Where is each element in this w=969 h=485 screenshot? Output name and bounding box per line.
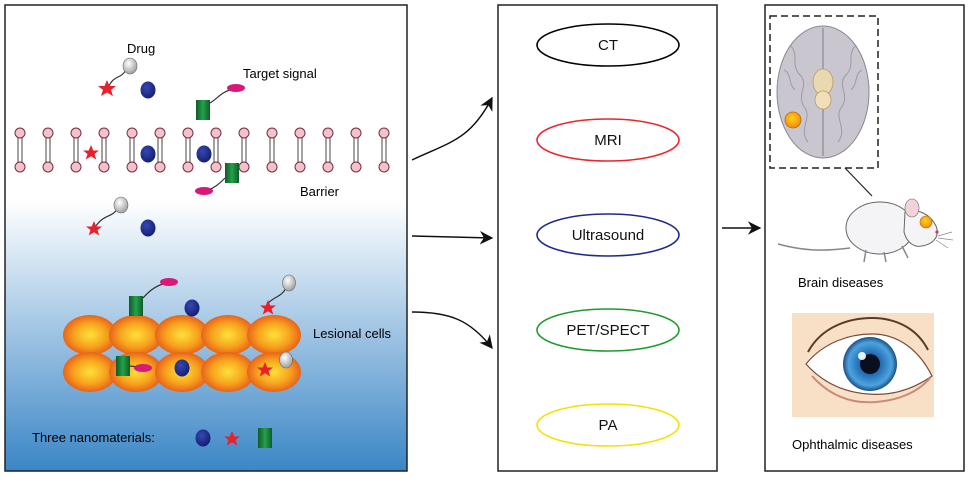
lesional-cell-icon [247, 352, 301, 392]
brain-zoom-box [769, 15, 879, 169]
ophthalmic-diseases-label: Ophthalmic diseases [792, 437, 913, 452]
lesional-cell-icon [109, 315, 163, 355]
left-panel: Drug Target signal Barrier [4, 4, 408, 472]
lipid-icon [126, 127, 138, 173]
drug-carrier-icon [122, 57, 138, 75]
imaging-panel-frame [497, 4, 718, 472]
lipid-icon [238, 127, 250, 173]
drug-molecule [260, 274, 296, 315]
lesional-cell-icon [201, 352, 255, 392]
lipid-icon [14, 127, 26, 173]
arrow-to-ultrasound [411, 230, 494, 245]
lipid-icon [154, 127, 166, 173]
drug-label: Drug [127, 41, 155, 56]
target-signal-molecule [129, 278, 178, 316]
drug-molecule [86, 196, 129, 236]
drug-molecule [98, 57, 138, 96]
pupil-icon [860, 354, 880, 374]
zoom-connector-line [844, 167, 873, 197]
star-legend-icon [224, 431, 240, 446]
lipid-icon [182, 127, 194, 173]
brain-lesion-icon [784, 111, 802, 129]
barrier-membrane [14, 127, 390, 173]
nanoparticle-icon [184, 299, 200, 317]
drug-star-icon [98, 80, 116, 96]
modality-ellipse [536, 308, 680, 352]
barrier-label: Barrier [300, 184, 340, 199]
target-block-icon [116, 356, 130, 376]
drug-star-icon [257, 362, 273, 377]
flow-arrows [411, 96, 762, 350]
brain-icon [776, 25, 870, 159]
nanoparticle-legend-icon [195, 429, 211, 447]
lesional-cell-icon [63, 352, 117, 392]
signal-pink-icon [160, 278, 178, 286]
modality-label: PET/SPECT [566, 322, 649, 339]
lipid-icon [322, 127, 334, 173]
drug-molecule [257, 351, 293, 377]
modality-ellipse [536, 213, 680, 257]
lesional-cells-label: Lesional cells [313, 326, 392, 341]
target-block-icon [225, 163, 239, 183]
modality-ellipse [536, 403, 680, 447]
target-block-icon [196, 100, 210, 120]
lesional-cell-icon [155, 315, 209, 355]
nanoparticle-icon [140, 81, 156, 99]
nanoparticle-icon [196, 145, 212, 163]
nanoparticle-icon [140, 145, 156, 163]
drug-star-icon [86, 221, 102, 236]
mouse-lesion-icon [919, 215, 933, 229]
mouse-icon [777, 198, 954, 263]
signal-pink-icon [134, 364, 152, 372]
disease-panel: Brain diseases Ophthalmic diseases [764, 4, 965, 472]
lipid-icon [266, 127, 278, 173]
nanoparticle-icon [140, 219, 156, 237]
signal-pink-icon [227, 84, 245, 92]
lipid-icon [42, 127, 54, 173]
target-signal-molecule [196, 84, 245, 120]
nanomaterials-label: Three nanomaterials: [32, 430, 155, 445]
modality-label: MRI [594, 132, 622, 149]
drug-star-icon [260, 300, 276, 315]
brain-diseases-label: Brain diseases [798, 275, 884, 290]
lipid-icon [70, 127, 82, 173]
target-block-icon [129, 296, 143, 316]
target-signal-molecule [195, 163, 239, 195]
drug-carrier-icon [279, 351, 293, 369]
eye-illustration [792, 313, 934, 417]
arrow-to-pa [411, 311, 493, 350]
modality-label: Ultrasound [572, 227, 645, 244]
arrow-to-ct [411, 96, 493, 161]
target-signal-label: Target signal [243, 66, 317, 81]
lipid-icon [98, 127, 110, 173]
modality-label: PA [599, 417, 618, 434]
modality-ellipse [536, 23, 680, 67]
lipid-icon [210, 127, 222, 173]
drug-carrier-icon [282, 274, 296, 292]
lesional-cell-icon [247, 315, 301, 355]
drug-star-icon [83, 145, 99, 160]
lipid-icon [350, 127, 362, 173]
modality-label: CT [598, 37, 618, 54]
target-signal-molecule [116, 356, 152, 376]
left-panel-frame [4, 4, 408, 472]
modality-ellipse [536, 118, 680, 162]
lesional-cell-icon [201, 315, 255, 355]
lesional-cell-icon [63, 315, 117, 355]
lipid-icon [294, 127, 306, 173]
block-legend-icon [258, 428, 272, 448]
drug-carrier-icon [113, 196, 129, 214]
nanoparticle-icon [174, 359, 190, 377]
lesional-cells [63, 315, 301, 392]
signal-pink-icon [195, 187, 213, 195]
lipid-icon [378, 127, 390, 173]
